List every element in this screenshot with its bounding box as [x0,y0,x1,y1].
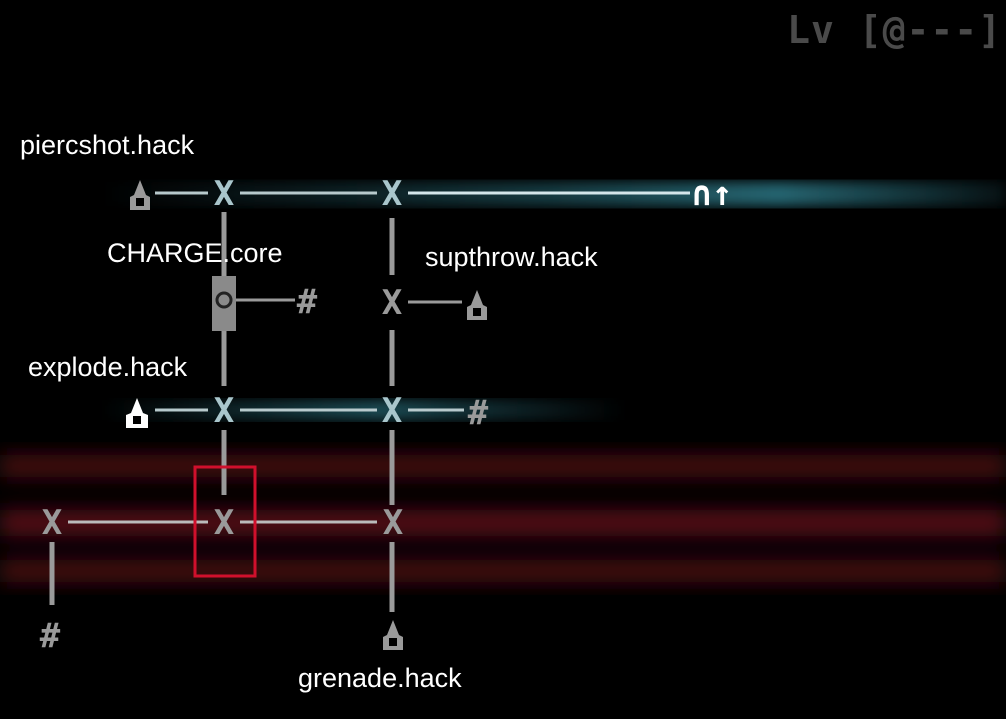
label-charge-core: CHARGE.core [107,238,283,268]
x-node-icon[interactable]: X [383,503,404,543]
x-node-icon[interactable]: X [382,174,403,214]
red-glow-band [0,455,1006,582]
charge-core-node[interactable] [212,276,236,331]
x-node-icon[interactable]: X [382,391,403,431]
level-indicator: Lv [@---] [787,8,1002,52]
label-grenade: grenade.hack [298,663,462,693]
selection-cursor [193,465,257,578]
hash-node-icon[interactable]: # [40,616,61,656]
hash-node-icon[interactable]: # [468,393,489,433]
x-node-icon[interactable]: X [214,503,235,543]
x-node-icon[interactable]: X [214,174,235,214]
triangle-node-icon[interactable] [467,290,487,320]
x-node-icon[interactable]: X [382,283,403,323]
x-node-icon[interactable]: X [214,391,235,431]
end-arrow-icon[interactable]: ∩↑ [692,174,733,214]
x-node-icon[interactable]: X [42,503,63,543]
connectors [49,191,690,612]
triangle-node-icon[interactable] [383,620,403,650]
label-explode: explode.hack [28,352,188,382]
triangle-node-icon[interactable] [126,398,148,428]
label-piercshot: piercshot.hack [20,130,195,160]
hash-node-icon[interactable]: # [297,282,318,322]
label-supthrow: supthrow.hack [425,242,598,272]
triangle-node-icon[interactable] [130,180,150,210]
